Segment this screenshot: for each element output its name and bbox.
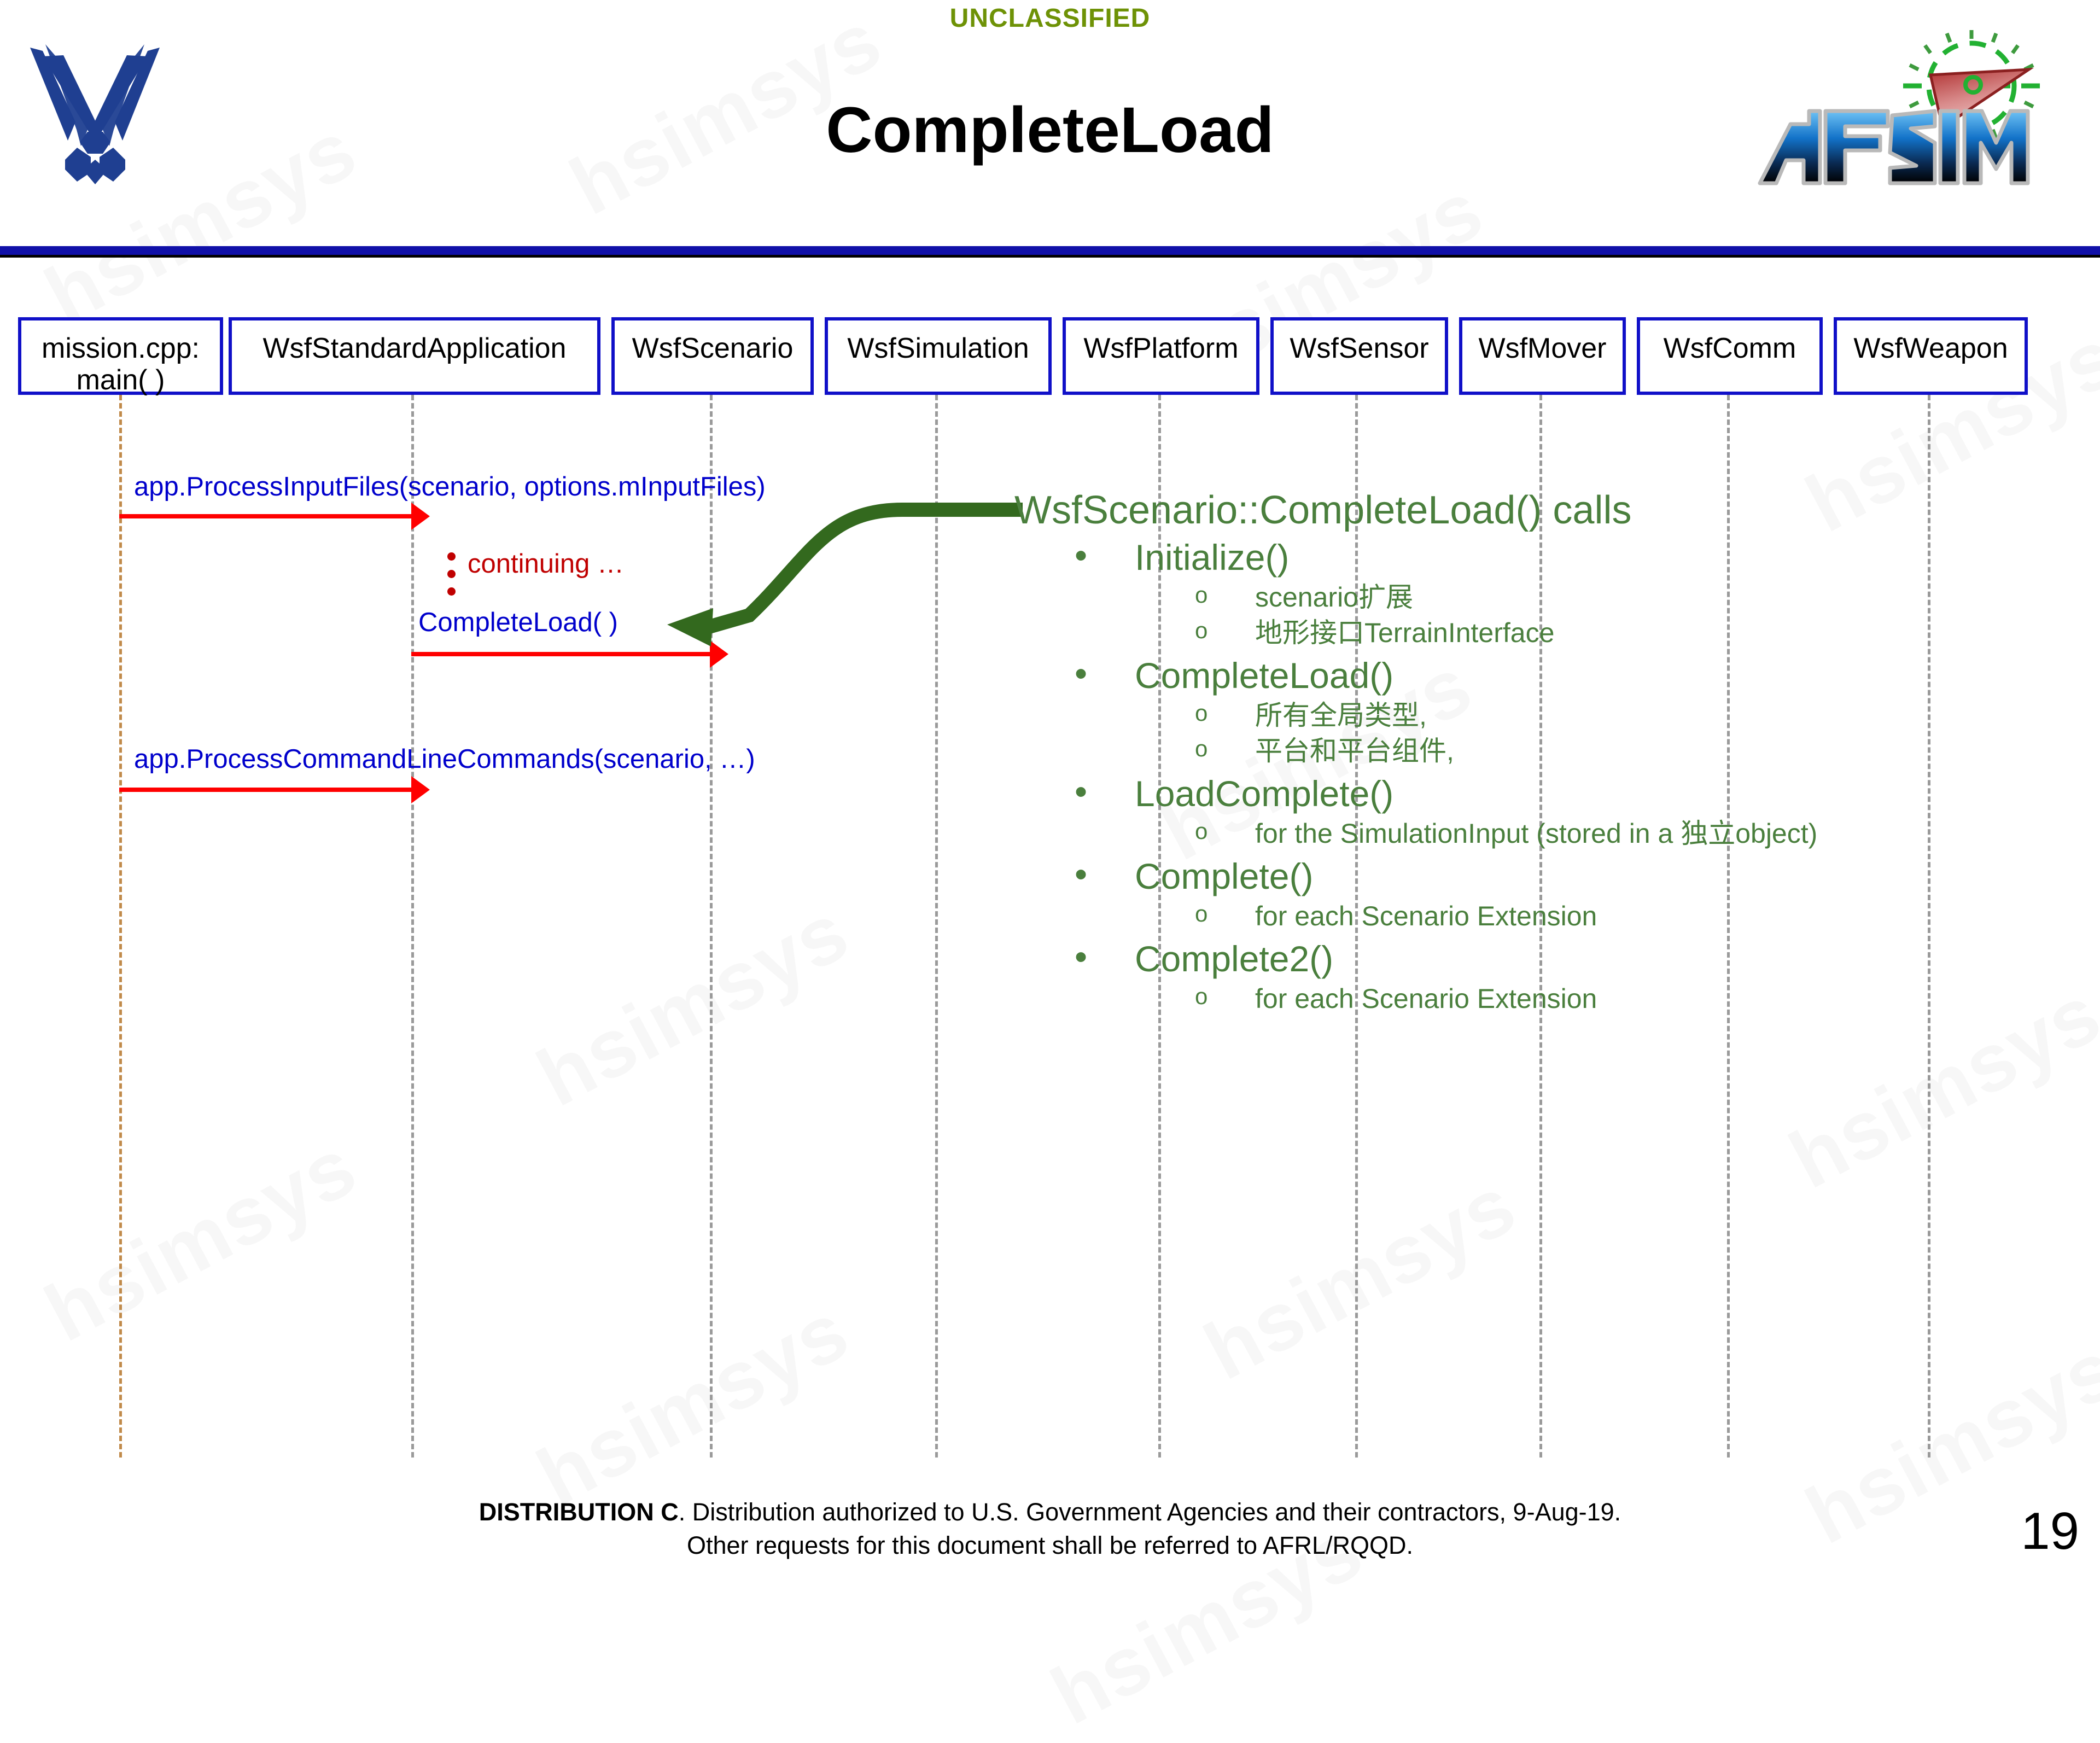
us-air-force-logo-icon [11,25,180,189]
callout-item-list: Initialize()scenario扩展地形接口TerrainInterfa… [1014,535,2086,1015]
header-divider-black [0,255,2100,258]
footer-line-2: Other requests for this document shall b… [686,1531,1414,1559]
message-arrow-2 [119,776,430,803]
lifeline-box-5[interactable]: WsfSensor [1270,317,1448,395]
classification-banner: UNCLASSIFIED [949,4,1151,33]
page-title: CompleteLoad [826,94,1274,166]
callout-item-1: CompleteLoad() [1075,654,2086,696]
callout-panel: WsfScenario::CompleteLoad() calls Initia… [1014,489,2086,1015]
lifeline-box-2[interactable]: WsfScenario [611,317,814,395]
afsim-logo-icon [1739,25,2078,194]
message-label-0: app.ProcessInputFiles(scenario, options.… [134,472,766,502]
message-label-2: app.ProcessCommandLineCommands(scenario,… [134,744,755,774]
lifeline-box-4[interactable]: WsfPlatform [1063,317,1259,395]
lifeline-box-0[interactable]: mission.cpp: main( ) [18,317,223,397]
message-arrow-1 [411,640,728,668]
continuing-note-label: continuing … [468,549,625,579]
lifeline-box-label: mission.cpp: main( ) [42,333,200,397]
distribution-footer: DISTRIBUTION C. Distribution authorized … [0,1496,2100,1563]
lifeline-0 [119,395,125,1458]
lifeline-box-label: WsfPlatform [1083,333,1239,364]
callout-subitem-1-1: 平台和平台组件, [1195,735,2086,767]
lifeline-box-8[interactable]: WsfWeapon [1834,317,2028,395]
lifeline-box-1[interactable]: WsfStandardApplication [229,317,600,395]
callout-subitem-0-1: 地形接口TerrainInterface [1195,617,2086,649]
callout-item-4: Complete2() [1075,937,2086,980]
lifeline-box-7[interactable]: WsfComm [1637,317,1823,395]
lifeline-1 [411,395,417,1458]
callout-item-0: Initialize() [1075,535,2086,578]
header-divider-blue [0,246,2100,255]
lifeline-box-label: WsfSensor [1290,333,1429,364]
lifeline-box-label: WsfWeapon [1853,333,2008,364]
callout-subitem-1-0: 所有全局类型, [1195,699,2086,732]
message-label-1: CompleteLoad( ) [418,608,618,637]
continuing-ellipsis-icon [447,552,456,596]
curved-pointer-arrow-icon [667,503,1023,646]
footer-distribution-label: DISTRIBUTION C [479,1498,679,1526]
lifeline-box-6[interactable]: WsfMover [1459,317,1626,395]
callout-heading: WsfScenario::CompleteLoad() calls [1014,488,1632,532]
lifeline-box-label: WsfComm [1663,333,1796,364]
lifeline-3 [935,395,941,1458]
lifeline-box-label: WsfScenario [632,333,794,364]
footer-line-1: DISTRIBUTION C. Distribution authorized … [0,1496,2100,1529]
callout-subitem-3-0: for each Scenario Extension [1195,900,2086,932]
footer-distribution-text: . Distribution authorized to U.S. Govern… [678,1498,1621,1526]
callout-subitem-2-0: for the SimulationInput (stored in a 独立o… [1195,818,2086,850]
lifeline-box-label: WsfMover [1478,333,1607,364]
lifeline-box-3[interactable]: WsfSimulation [825,317,1052,395]
page-number: 19 [2021,1502,2079,1560]
lifeline-box-label: WsfStandardApplication [262,333,567,364]
lifeline-4 [1158,395,1164,1458]
lifeline-box-label: WsfSimulation [847,333,1029,364]
callout-item-3: Complete() [1075,854,2086,897]
lifeline-2 [710,395,715,1458]
callout-subitem-4-0: for each Scenario Extension [1195,983,2086,1015]
message-arrow-0 [119,503,430,530]
callout-subitem-0-0: scenario扩展 [1195,581,2086,614]
callout-item-2: LoadComplete() [1075,772,2086,814]
